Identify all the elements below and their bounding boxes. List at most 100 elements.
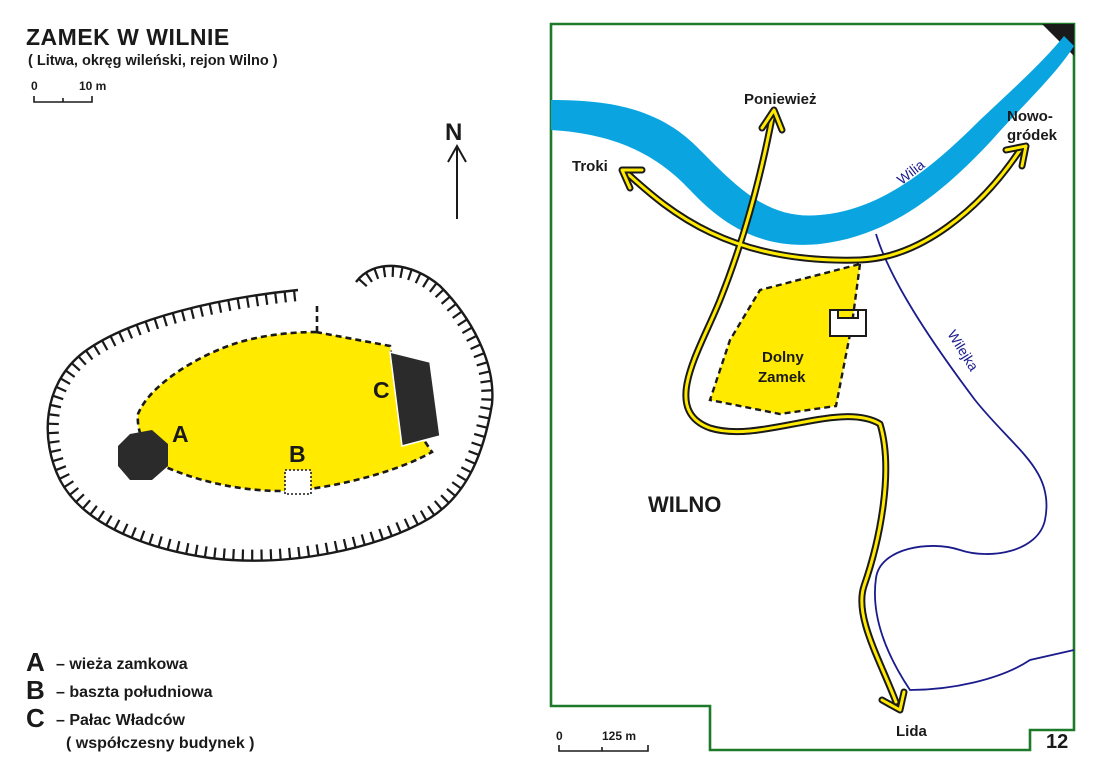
rampart-hachure (153, 318, 160, 330)
rampart-hachure (466, 334, 477, 342)
rampart-hachure (113, 519, 121, 531)
rampart-hachure (144, 321, 151, 333)
river-wilejka (874, 233, 1075, 691)
map-scale-label: 125 m (602, 729, 636, 743)
north-label: N (445, 119, 462, 146)
rampart-hachure (433, 500, 443, 511)
rampart-hachure (471, 441, 483, 448)
rampart-hachure (427, 505, 436, 516)
rampart-hachure (292, 290, 297, 302)
rampart-hachure (456, 473, 467, 482)
road-poniewiez-lida (684, 116, 898, 704)
rampart-hachure (278, 548, 282, 560)
palace-building (389, 351, 441, 447)
rampart-hachure (473, 432, 486, 438)
arrow-lida-fill (880, 690, 906, 712)
rampart-hachure (283, 291, 287, 303)
rampart-hachure (148, 533, 154, 545)
rampart-hachure (315, 544, 320, 556)
rampart-hachure (171, 312, 177, 324)
rampart-hachure (232, 549, 235, 561)
rampart-hachure (203, 546, 208, 558)
map-scale-bar: 0 125 m (556, 729, 649, 752)
rampart-hachure (264, 293, 269, 305)
legend-text-b: – baszta południowa (56, 684, 213, 701)
rampart-hachure (162, 315, 168, 327)
rampart-hachure (217, 301, 223, 313)
rampart-hachure (166, 538, 172, 550)
rampart-hachure (121, 523, 129, 535)
rampart-hachure (452, 310, 463, 319)
tower-b (284, 469, 312, 495)
label-wilno: WILNO (648, 492, 721, 517)
rampart-hachure (255, 295, 260, 307)
rampart-hachure (58, 473, 70, 480)
courtyard (136, 330, 434, 493)
rampart-hachure (333, 540, 339, 553)
rampart-hachure (49, 403, 62, 409)
rampart-hachure (105, 515, 113, 526)
rampart-hachure (480, 406, 492, 411)
rampart-hachure (360, 534, 366, 546)
legend-letter-c: C (26, 703, 45, 733)
rampart-hachure (75, 493, 85, 503)
rampart-hachure (52, 456, 64, 463)
page-number: 12 (1046, 731, 1068, 753)
rampart-hachure (342, 538, 348, 551)
rampart-hachure (446, 303, 457, 312)
rampart-hachure (213, 547, 217, 559)
river-wilia (551, 36, 1074, 245)
rampart-hachure (460, 466, 472, 474)
legend-item-b: B – baszta południowa (26, 675, 213, 705)
rampart-hachure (422, 277, 430, 288)
legend-item-c: C – Pałac Władców ( współczesny budynek … (26, 703, 254, 752)
north-arrow: N (445, 119, 467, 219)
rampart-hachure (236, 298, 241, 310)
rampart-hachure (157, 536, 163, 548)
rampart-hachure (194, 544, 199, 556)
rampart-hachure (130, 527, 137, 539)
rampart-hachure (109, 335, 117, 347)
rampart-hachure (48, 440, 60, 444)
rampart-hachure (118, 331, 125, 343)
city-map: Wilia Wilejka Dolny Zamek (549, 22, 1076, 753)
label-b: B (289, 441, 306, 467)
rampart (46, 264, 494, 562)
label-poniewiez: Poniewież (744, 91, 817, 108)
rampart-hachure (77, 355, 87, 366)
label-lida: Lida (896, 723, 927, 740)
rampart-hachure (306, 545, 311, 557)
map-scale-zero: 0 (556, 729, 563, 743)
rampart-hachure (481, 389, 493, 392)
rampart-hachure (478, 370, 490, 375)
rampart-hachure (92, 344, 101, 356)
rampart-hachure (52, 394, 64, 401)
rampart-hachure (71, 362, 81, 372)
rampart-hachure (297, 546, 301, 559)
rampart-hachure (274, 292, 278, 304)
rampart-hachure (82, 499, 91, 510)
rampart-hachure (324, 542, 329, 554)
plan-scale-label: 10 m (79, 79, 106, 93)
rampart-hachure (434, 288, 445, 299)
arrow-troki-fill (620, 168, 644, 190)
arrow-nowogrodek-fill (1004, 144, 1028, 168)
rampart-hachure (47, 431, 59, 435)
rampart-hachure (89, 505, 98, 516)
rampart-hachure (85, 349, 94, 361)
rampart-hachure (480, 379, 492, 384)
rampart-hachure (185, 542, 190, 555)
rampart-hachure (373, 268, 380, 280)
rampart-hachure (440, 494, 450, 504)
rampart-hachure (476, 361, 488, 367)
castle-icon (829, 309, 867, 337)
rampart-hachure (461, 326, 473, 335)
rampart-hachure (180, 310, 186, 322)
rampart-hachure (478, 415, 490, 420)
roads (618, 106, 1030, 714)
rampart-hachure (222, 548, 226, 560)
road-troki-nowogrodek (626, 148, 1022, 262)
rampart-hachure (464, 458, 476, 465)
rampart-hachure (69, 487, 80, 496)
